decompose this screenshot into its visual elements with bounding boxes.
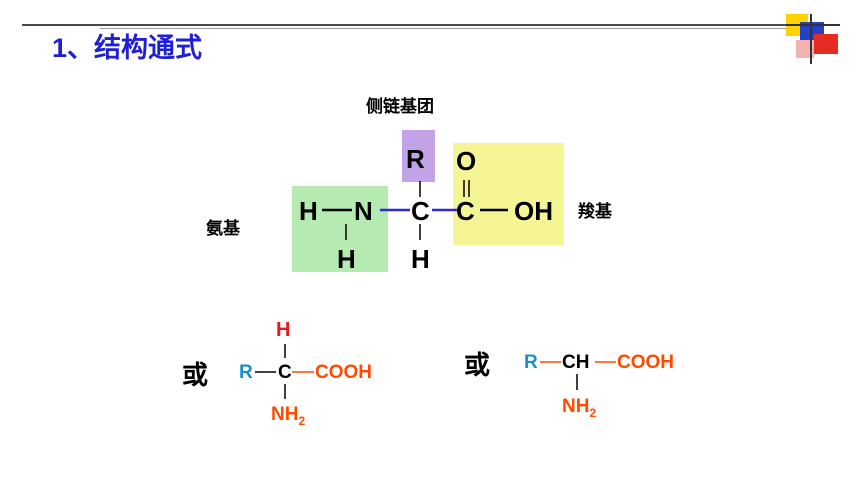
alt1-cooh: COOH (315, 362, 372, 383)
alt1-atom-h: H (276, 319, 291, 341)
alt2-nh2-subscript: 2 (589, 405, 597, 420)
atom-oh: OH (514, 196, 553, 226)
atom-n: N (354, 196, 373, 226)
amino-group-highlight (292, 186, 388, 272)
alt2-connector: 或 (464, 350, 491, 380)
side-chain-highlight (402, 130, 435, 182)
alt2-cooh: COOH (617, 352, 674, 373)
alt2-ch-text: CH (562, 352, 590, 373)
atom-h-under-c: H (411, 244, 430, 274)
atom-c-alpha: C (411, 196, 430, 226)
alt1-nh2-subscript: 2 (298, 413, 306, 428)
amino-label: 氨基 (206, 219, 240, 238)
atom-h-under-n: H (337, 244, 356, 274)
alt2-nh2-text: NH (562, 396, 590, 417)
alt1-nh2-text: NH (271, 404, 299, 425)
carboxyl-label: 羧基 (578, 202, 612, 221)
carboxyl-group-highlight (453, 143, 564, 245)
corner-decoration (786, 14, 840, 64)
alt2-ch: CH (562, 353, 589, 372)
atom-h-left: H (299, 196, 318, 226)
alt1-nh2: NH2 (271, 405, 305, 427)
alt2-atom-r: R (524, 352, 538, 373)
alt1-atom-c: C (278, 362, 292, 383)
alt2-nh2: NH2 (562, 397, 596, 419)
side-chain-label: 侧链基团 (366, 97, 434, 116)
header-rule-thin (100, 28, 812, 29)
atom-o: O (456, 146, 477, 176)
alt1-connector: 或 (182, 360, 209, 390)
alt1-atom-r: R (239, 362, 253, 383)
header-rule (22, 24, 812, 26)
page-title: 1、结构通式 (52, 33, 203, 63)
atom-r: R (406, 144, 425, 174)
atom-c-carboxyl: C (456, 196, 475, 226)
